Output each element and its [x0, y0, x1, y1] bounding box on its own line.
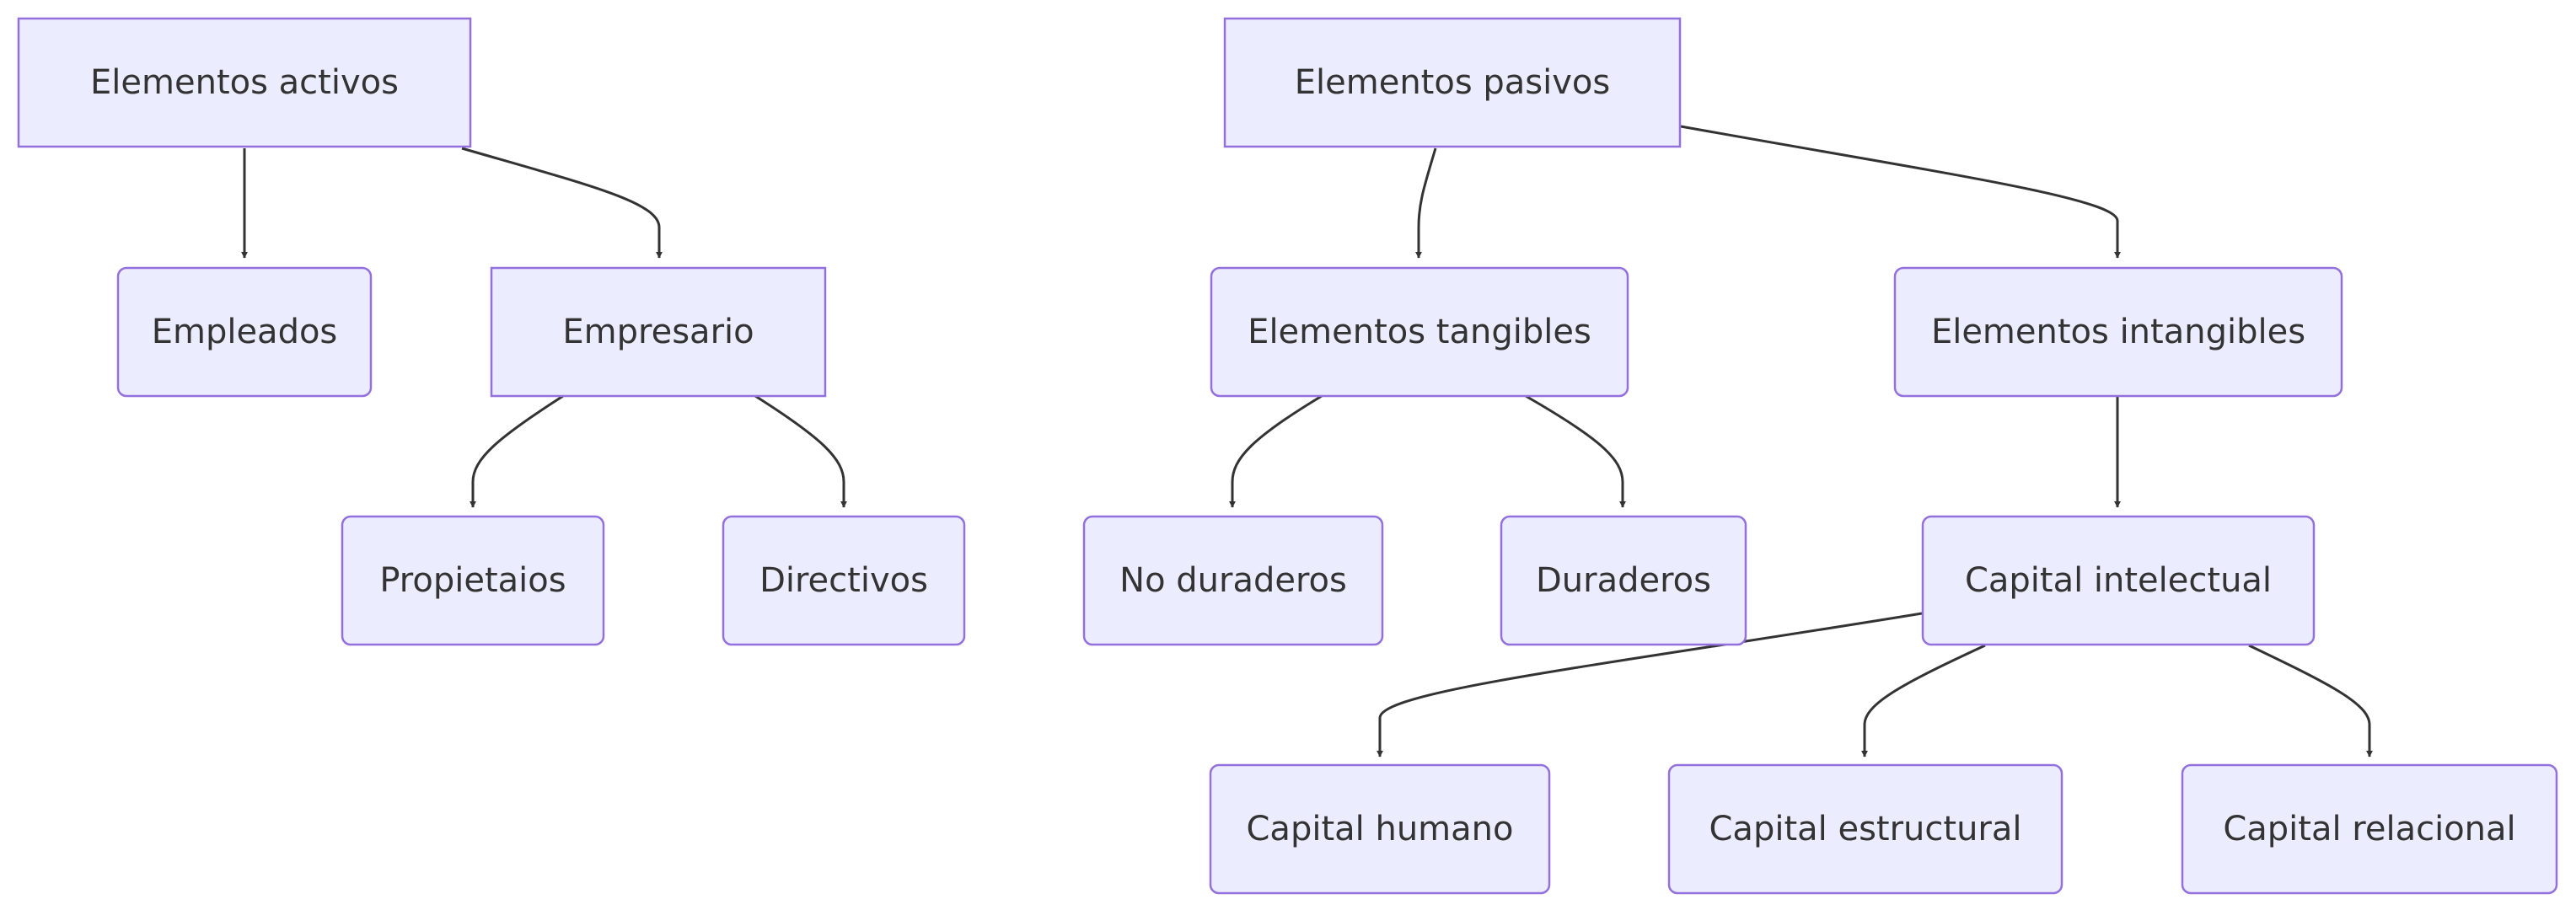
node-empleados: Empleados	[116, 266, 373, 398]
node-elementos-activos: Elementos activos	[17, 17, 472, 148]
node-elementos-intangibles-label: Elementos intangibles	[1931, 313, 2305, 351]
edges-layer	[241, 125, 2373, 757]
nodes-layer: Elementos activos Elementos pasivos Empl…	[17, 17, 2558, 895]
edge-activos-empresario	[461, 147, 663, 259]
node-elementos-tangibles-label: Elementos tangibles	[1248, 313, 1591, 351]
edge-tangibles-duraderos	[1525, 394, 1626, 508]
node-capital-relacional: Capital relacional	[2181, 763, 2558, 895]
node-empresario-label: Empresario	[562, 313, 754, 351]
edge-pasivos-intangibles	[1680, 125, 2121, 259]
node-elementos-tangibles: Elementos tangibles	[1210, 266, 1629, 398]
node-capital-humano-label: Capital humano	[1247, 810, 1514, 848]
node-capital-estructural-label: Capital estructural	[1709, 810, 2022, 848]
node-duraderos: Duraderos	[1500, 515, 1747, 646]
edge-capital-intelectual-estructural	[1861, 644, 1986, 757]
node-empresario: Empresario	[490, 266, 827, 398]
node-no-duraderos-label: No duraderos	[1119, 561, 1347, 600]
edge-tangibles-no-duraderos	[1229, 394, 1323, 508]
node-capital-intelectual-label: Capital intelectual	[1965, 561, 2272, 600]
node-elementos-pasivos: Elementos pasivos	[1223, 17, 1682, 148]
node-capital-estructural: Capital estructural	[1667, 763, 2063, 895]
node-directivos: Directivos	[722, 515, 966, 646]
edge-capital-intelectual-humano	[1377, 612, 1923, 757]
node-propietaios-label: Propietaios	[379, 561, 566, 600]
edge-empresario-propietarios	[470, 394, 564, 508]
node-elementos-activos-label: Elementos activos	[90, 63, 399, 102]
node-elementos-pasivos-label: Elementos pasivos	[1295, 63, 1610, 102]
edge-pasivos-tangibles	[1415, 147, 1437, 259]
node-duraderos-label: Duraderos	[1536, 561, 1711, 600]
node-capital-humano: Capital humano	[1209, 763, 1551, 895]
edge-capital-intelectual-relacional	[2248, 644, 2373, 757]
edge-empresario-directivos	[754, 394, 847, 508]
node-propietaios: Propietaios	[341, 515, 605, 646]
node-no-duraderos: No duraderos	[1082, 515, 1384, 646]
node-capital-intelectual: Capital intelectual	[1921, 515, 2316, 646]
node-directivos-label: Directivos	[759, 561, 928, 600]
node-empleados-label: Empleados	[152, 313, 338, 351]
node-capital-relacional-label: Capital relacional	[2223, 810, 2515, 848]
node-elementos-intangibles: Elementos intangibles	[1893, 266, 2343, 398]
